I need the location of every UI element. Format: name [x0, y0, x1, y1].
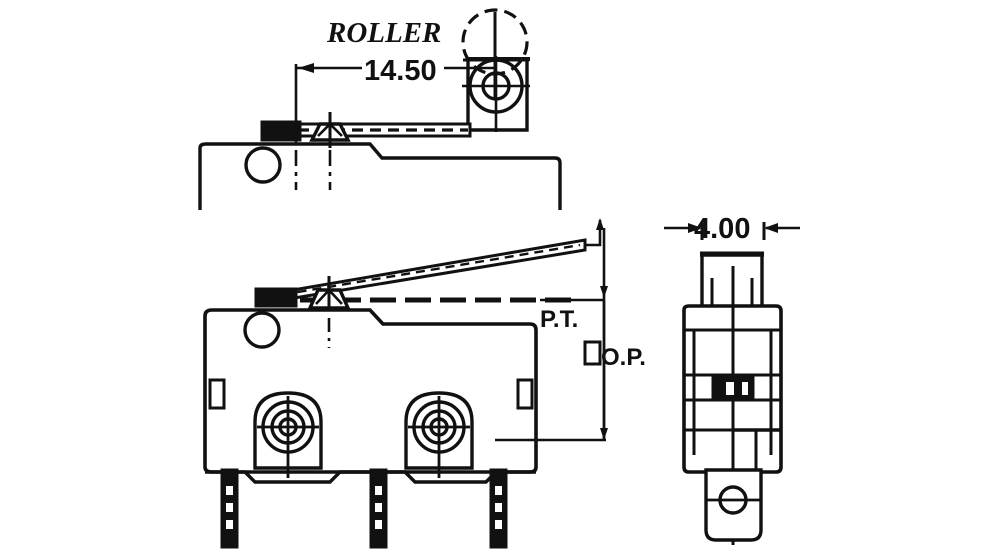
pin-2-hole-c	[375, 520, 382, 529]
side-view	[664, 222, 800, 545]
op-arrow-top	[600, 286, 608, 298]
pt-op-dimension-stack	[495, 228, 608, 442]
top-body-outline	[198, 142, 562, 210]
dimension-14-50-label: 14.50	[364, 55, 437, 87]
front-right-notch	[516, 378, 534, 410]
dim-400-arrow-right	[764, 223, 778, 233]
dim-1450-arrow-left	[298, 63, 314, 73]
top-view-hole	[244, 146, 282, 184]
mounting-hole-left	[253, 391, 323, 478]
pt-label: P.T.	[540, 306, 578, 333]
terminal-pin-1	[220, 468, 239, 549]
terminal-pins	[220, 468, 508, 549]
pin-3-hole-a	[495, 486, 502, 495]
front-plunger-vee	[315, 288, 343, 305]
op-box-marker	[583, 340, 602, 366]
pin-1-hole-c	[226, 520, 233, 529]
terminal-pin-2	[369, 468, 388, 549]
pin-2-hole-a	[375, 486, 382, 495]
op-label: O.P.	[601, 344, 646, 371]
dimension-4-00-label: 4.00	[694, 213, 750, 245]
roller-bracket-outline	[466, 60, 529, 132]
dim-400-arrow-left	[688, 223, 702, 233]
roller-label: ROLLER	[326, 17, 441, 49]
dim-400-group	[664, 222, 800, 240]
pin-3-hole-c	[495, 520, 502, 529]
pt-leader-arrow	[596, 218, 604, 230]
front-view	[203, 218, 608, 549]
terminal-pin-3	[489, 468, 508, 549]
mounting-hole-right	[404, 391, 474, 478]
top-lever-left-stub	[260, 120, 302, 142]
side-terminal-pin	[704, 468, 763, 542]
front-body-hole	[243, 311, 281, 349]
pin-1-hole-b	[226, 503, 233, 512]
side-slot-gap-a	[726, 382, 734, 395]
pin-3-hole-b	[495, 503, 502, 512]
side-slot-gap-b	[742, 382, 748, 395]
pin-1-hole-a	[226, 486, 233, 495]
pin-2-hole-b	[375, 503, 382, 512]
top-view	[198, 8, 562, 210]
op-arrow-bottom	[600, 428, 608, 440]
front-left-notch	[208, 378, 226, 410]
front-lever-root	[254, 287, 298, 308]
